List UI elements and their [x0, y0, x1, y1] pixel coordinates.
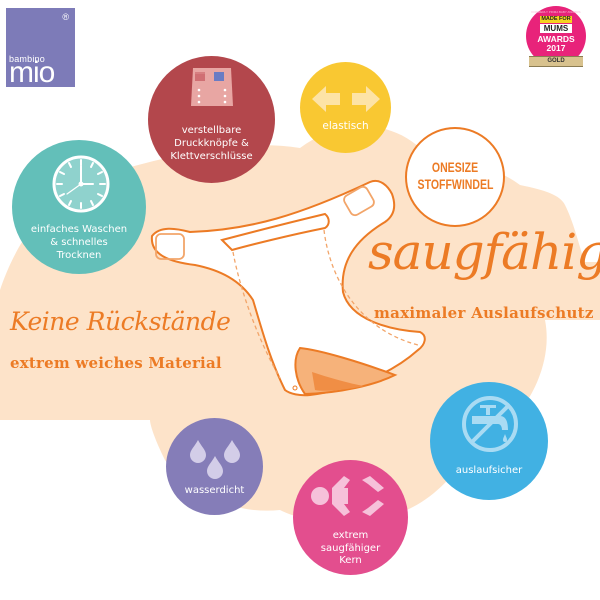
headline-no-residue: Keine Rückstände — [10, 307, 231, 336]
award-awards: AWARDS — [537, 34, 575, 44]
award-ribbon: GOLD — [529, 56, 583, 67]
drops-icon — [190, 440, 240, 479]
baby-diaper-icon — [311, 476, 384, 516]
onesize-cloth-diaper-badge: ONESIZE STOFFWINDEL — [405, 127, 505, 227]
feature-label: einfaches Waschen & schnelles Trocknen — [30, 224, 128, 261]
logo-text-small: bambino — [9, 54, 45, 64]
feature-absorbent-core: extrem saugfähiger Kern — [293, 460, 408, 575]
feature-waterproof: wasserdicht — [166, 418, 263, 515]
feature-label: verstellbare Druckknöpfe & Klettverschlü… — [170, 125, 253, 162]
award-arc-text: FORMERLY PRIMA BABY AWARDS — [531, 10, 581, 14]
diaper-icon — [191, 68, 233, 106]
feature-easy-wash: einfaches Waschen & schnelles Trocknen — [12, 140, 146, 274]
registered-mark: ® — [62, 12, 69, 22]
bambino-mio-logo: ® bambino mio — [6, 8, 75, 89]
award-mums: MUMS — [540, 24, 572, 33]
feature-label: extrem saugfähiger Kern — [320, 530, 381, 566]
no-tap-icon — [462, 396, 518, 452]
feature-leakproof: auslaufsicher — [430, 382, 548, 500]
logo-text-big: mio — [9, 56, 55, 89]
feature-label: auslaufsicher — [455, 465, 523, 476]
feature-adjustable-snaps: verstellbare Druckknöpfe & Klettverschlü… — [148, 56, 275, 183]
award-year: 2017 — [546, 43, 566, 53]
clock-icon — [52, 155, 110, 213]
subheadline-soft-material: extrem weiches Material — [10, 354, 222, 372]
subheadline-leak-protection: maximaler Auslaufschutz — [374, 304, 594, 322]
onesize-label: ONESIZE STOFFWINDEL — [417, 160, 494, 192]
award-made-for: MADE FOR — [540, 16, 572, 23]
award-badge: FORMERLY PRIMA BABY AWARDS MADE FOR MUMS… — [523, 6, 589, 92]
double-arrow-icon — [312, 86, 380, 112]
feature-label: wasserdicht — [184, 485, 245, 496]
headline-absorbent: saugfähig — [368, 223, 600, 281]
feature-label: elastisch — [322, 120, 369, 132]
feature-elastic: elastisch — [300, 62, 391, 153]
